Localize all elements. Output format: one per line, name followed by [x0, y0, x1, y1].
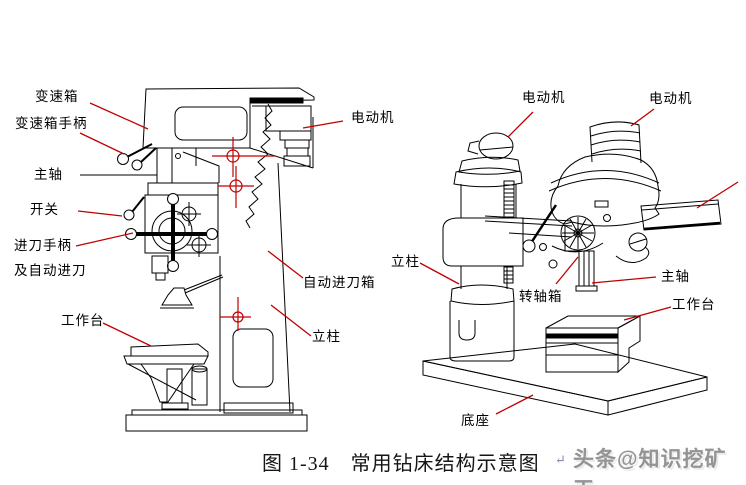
label-base: 底座 — [461, 413, 490, 428]
label-motor-left-machine: 电动机 — [351, 110, 395, 125]
crosshair-markers — [212, 137, 276, 331]
label-motor-right-1: 电动机 — [522, 90, 566, 105]
figure-caption: 图 1-34 常用钻床结构示意图 — [262, 453, 540, 475]
label-spindle-right: 主轴 — [661, 269, 690, 284]
label-column-right: 立柱 — [391, 254, 420, 269]
leader-lines-red — [75, 102, 739, 415]
label-spindle-left: 主轴 — [34, 167, 63, 182]
label-column-left: 立柱 — [312, 329, 341, 344]
label-gearbox: 变速箱 — [35, 89, 79, 104]
label-worktable-left: 工作台 — [61, 313, 105, 328]
return-mark: ↵ — [555, 452, 566, 467]
watermark-text: 头条@知识挖矿工 — [573, 448, 727, 485]
bench-drill-drawing — [117, 87, 315, 432]
label-auto-feed-box: 自动进刀箱 — [303, 275, 376, 290]
label-switch: 开关 — [30, 202, 59, 217]
label-feed-handle: 进刀手柄 及自动进刀 — [14, 238, 87, 278]
label-worktable-right: 工作台 — [672, 297, 716, 312]
label-shaft-box: 转轴箱 — [519, 289, 563, 304]
label-motor-right-2: 电动机 — [649, 91, 693, 106]
label-gearbox-handle: 变速箱手柄 — [15, 116, 88, 131]
